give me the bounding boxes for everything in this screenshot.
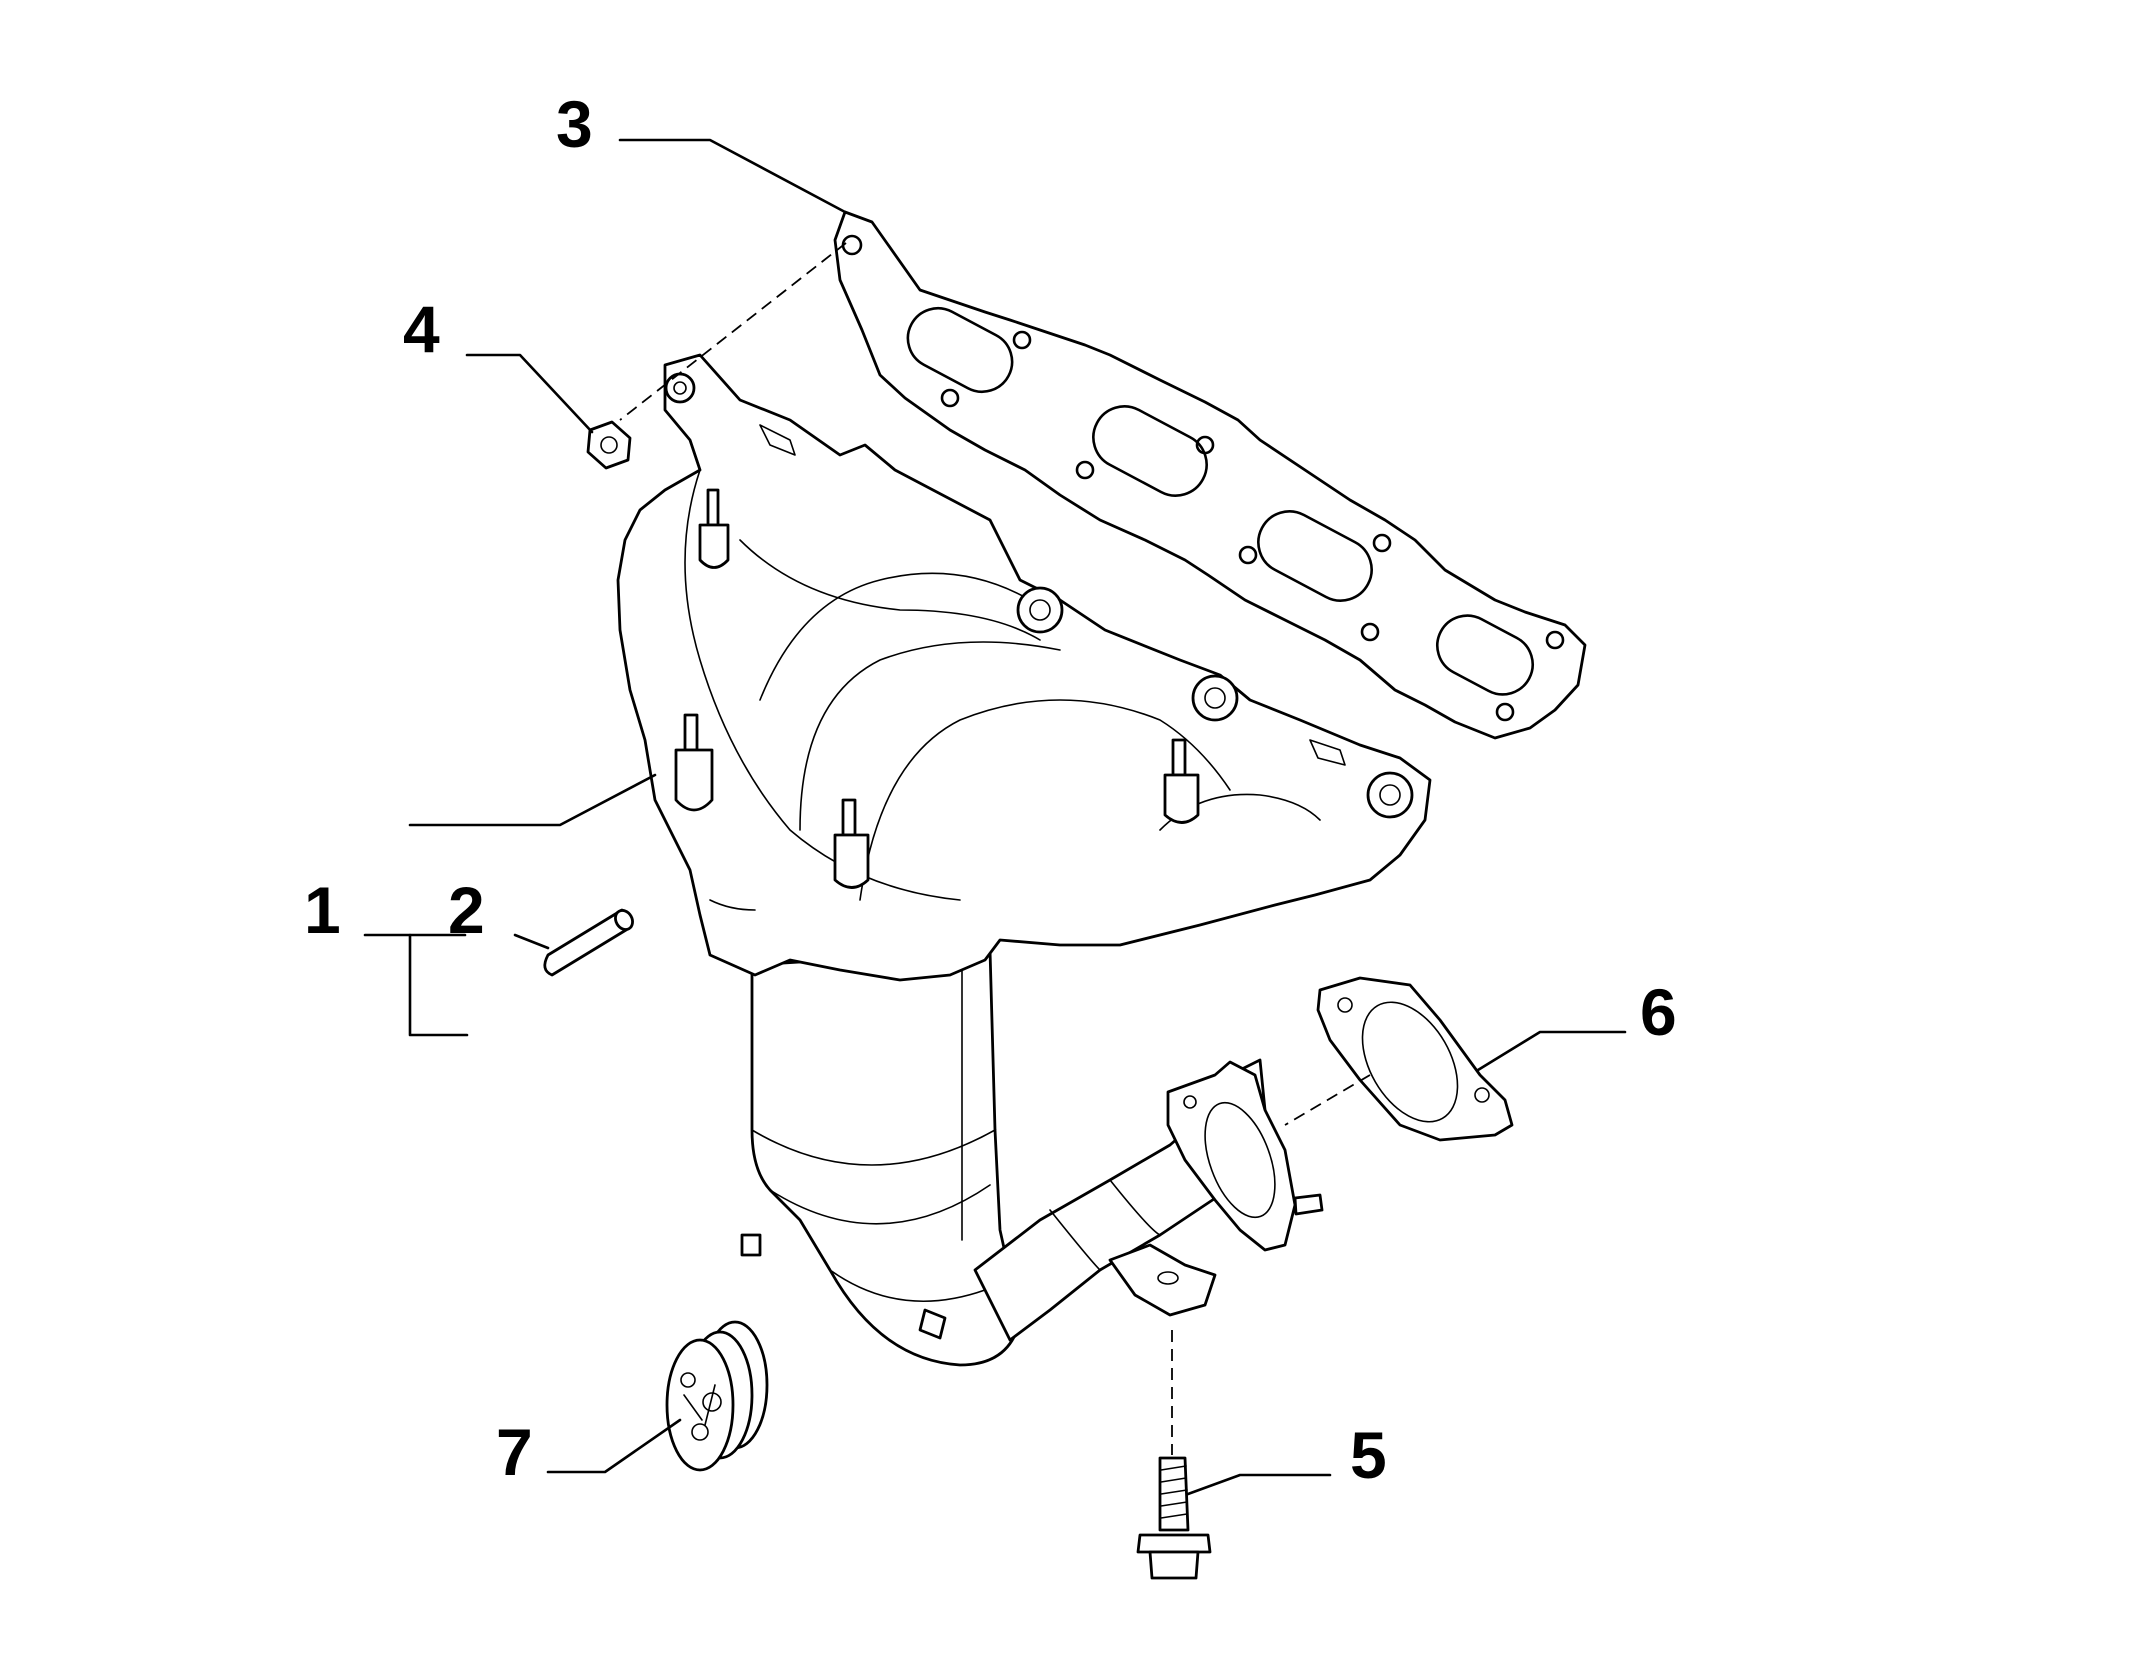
assembly-guide-lines <box>619 242 1371 1455</box>
manifold-studs <box>674 488 1200 1340</box>
callout-7: 7 <box>496 1415 533 1489</box>
callout-labels: 1 2 3 4 5 6 7 <box>304 87 1677 1492</box>
leader-3 <box>618 138 847 214</box>
callout-2: 2 <box>448 873 485 947</box>
part-2-dowel-pin <box>543 908 634 977</box>
part-5-flange-bolt <box>1136 1456 1212 1580</box>
leader-5 <box>1186 1473 1332 1496</box>
part-3-manifold-gasket <box>833 210 1587 740</box>
callout-1: 1 <box>304 873 341 947</box>
part-1-exhaust-manifold-catalyst <box>616 353 1432 1367</box>
leader-1-to-part <box>408 773 657 827</box>
part-7-rubber-mount <box>665 1320 769 1472</box>
callout-3: 3 <box>556 87 593 161</box>
leader-2 <box>513 933 550 950</box>
callout-4: 4 <box>403 292 440 366</box>
part-6-flange-gasket <box>1316 976 1514 1142</box>
part-4-nut <box>586 420 632 470</box>
callout-5: 5 <box>1350 1418 1387 1492</box>
leader-4 <box>465 353 594 434</box>
callout-6: 6 <box>1640 975 1677 1049</box>
leader-7 <box>546 1418 682 1474</box>
leader-1 <box>408 933 469 1037</box>
leader-lines <box>363 138 1627 1496</box>
leader-6 <box>1476 1030 1627 1072</box>
